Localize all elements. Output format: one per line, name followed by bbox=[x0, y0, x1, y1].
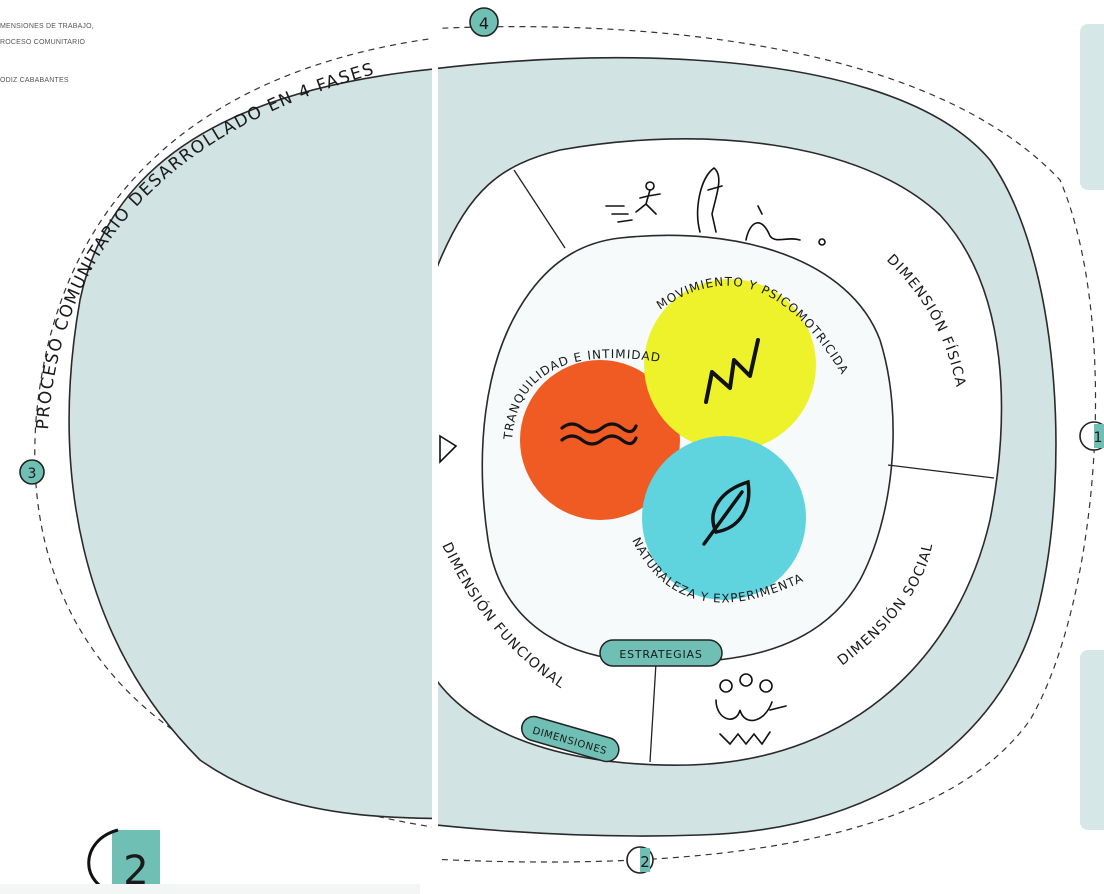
phase-marker-4-label: 4 bbox=[479, 14, 489, 33]
phase-marker-2-label: 2 bbox=[640, 853, 650, 871]
page-gutter bbox=[432, 0, 438, 894]
phase-marker-1-label: 1 bbox=[1094, 430, 1103, 446]
page-bottom-strip bbox=[0, 884, 420, 894]
side-card-bottom bbox=[1080, 650, 1104, 830]
tag-estrategias-label: ESTRATEGIAS bbox=[619, 648, 702, 661]
phase-marker-3-label: 3 bbox=[28, 466, 37, 482]
side-card-top bbox=[1080, 24, 1104, 190]
